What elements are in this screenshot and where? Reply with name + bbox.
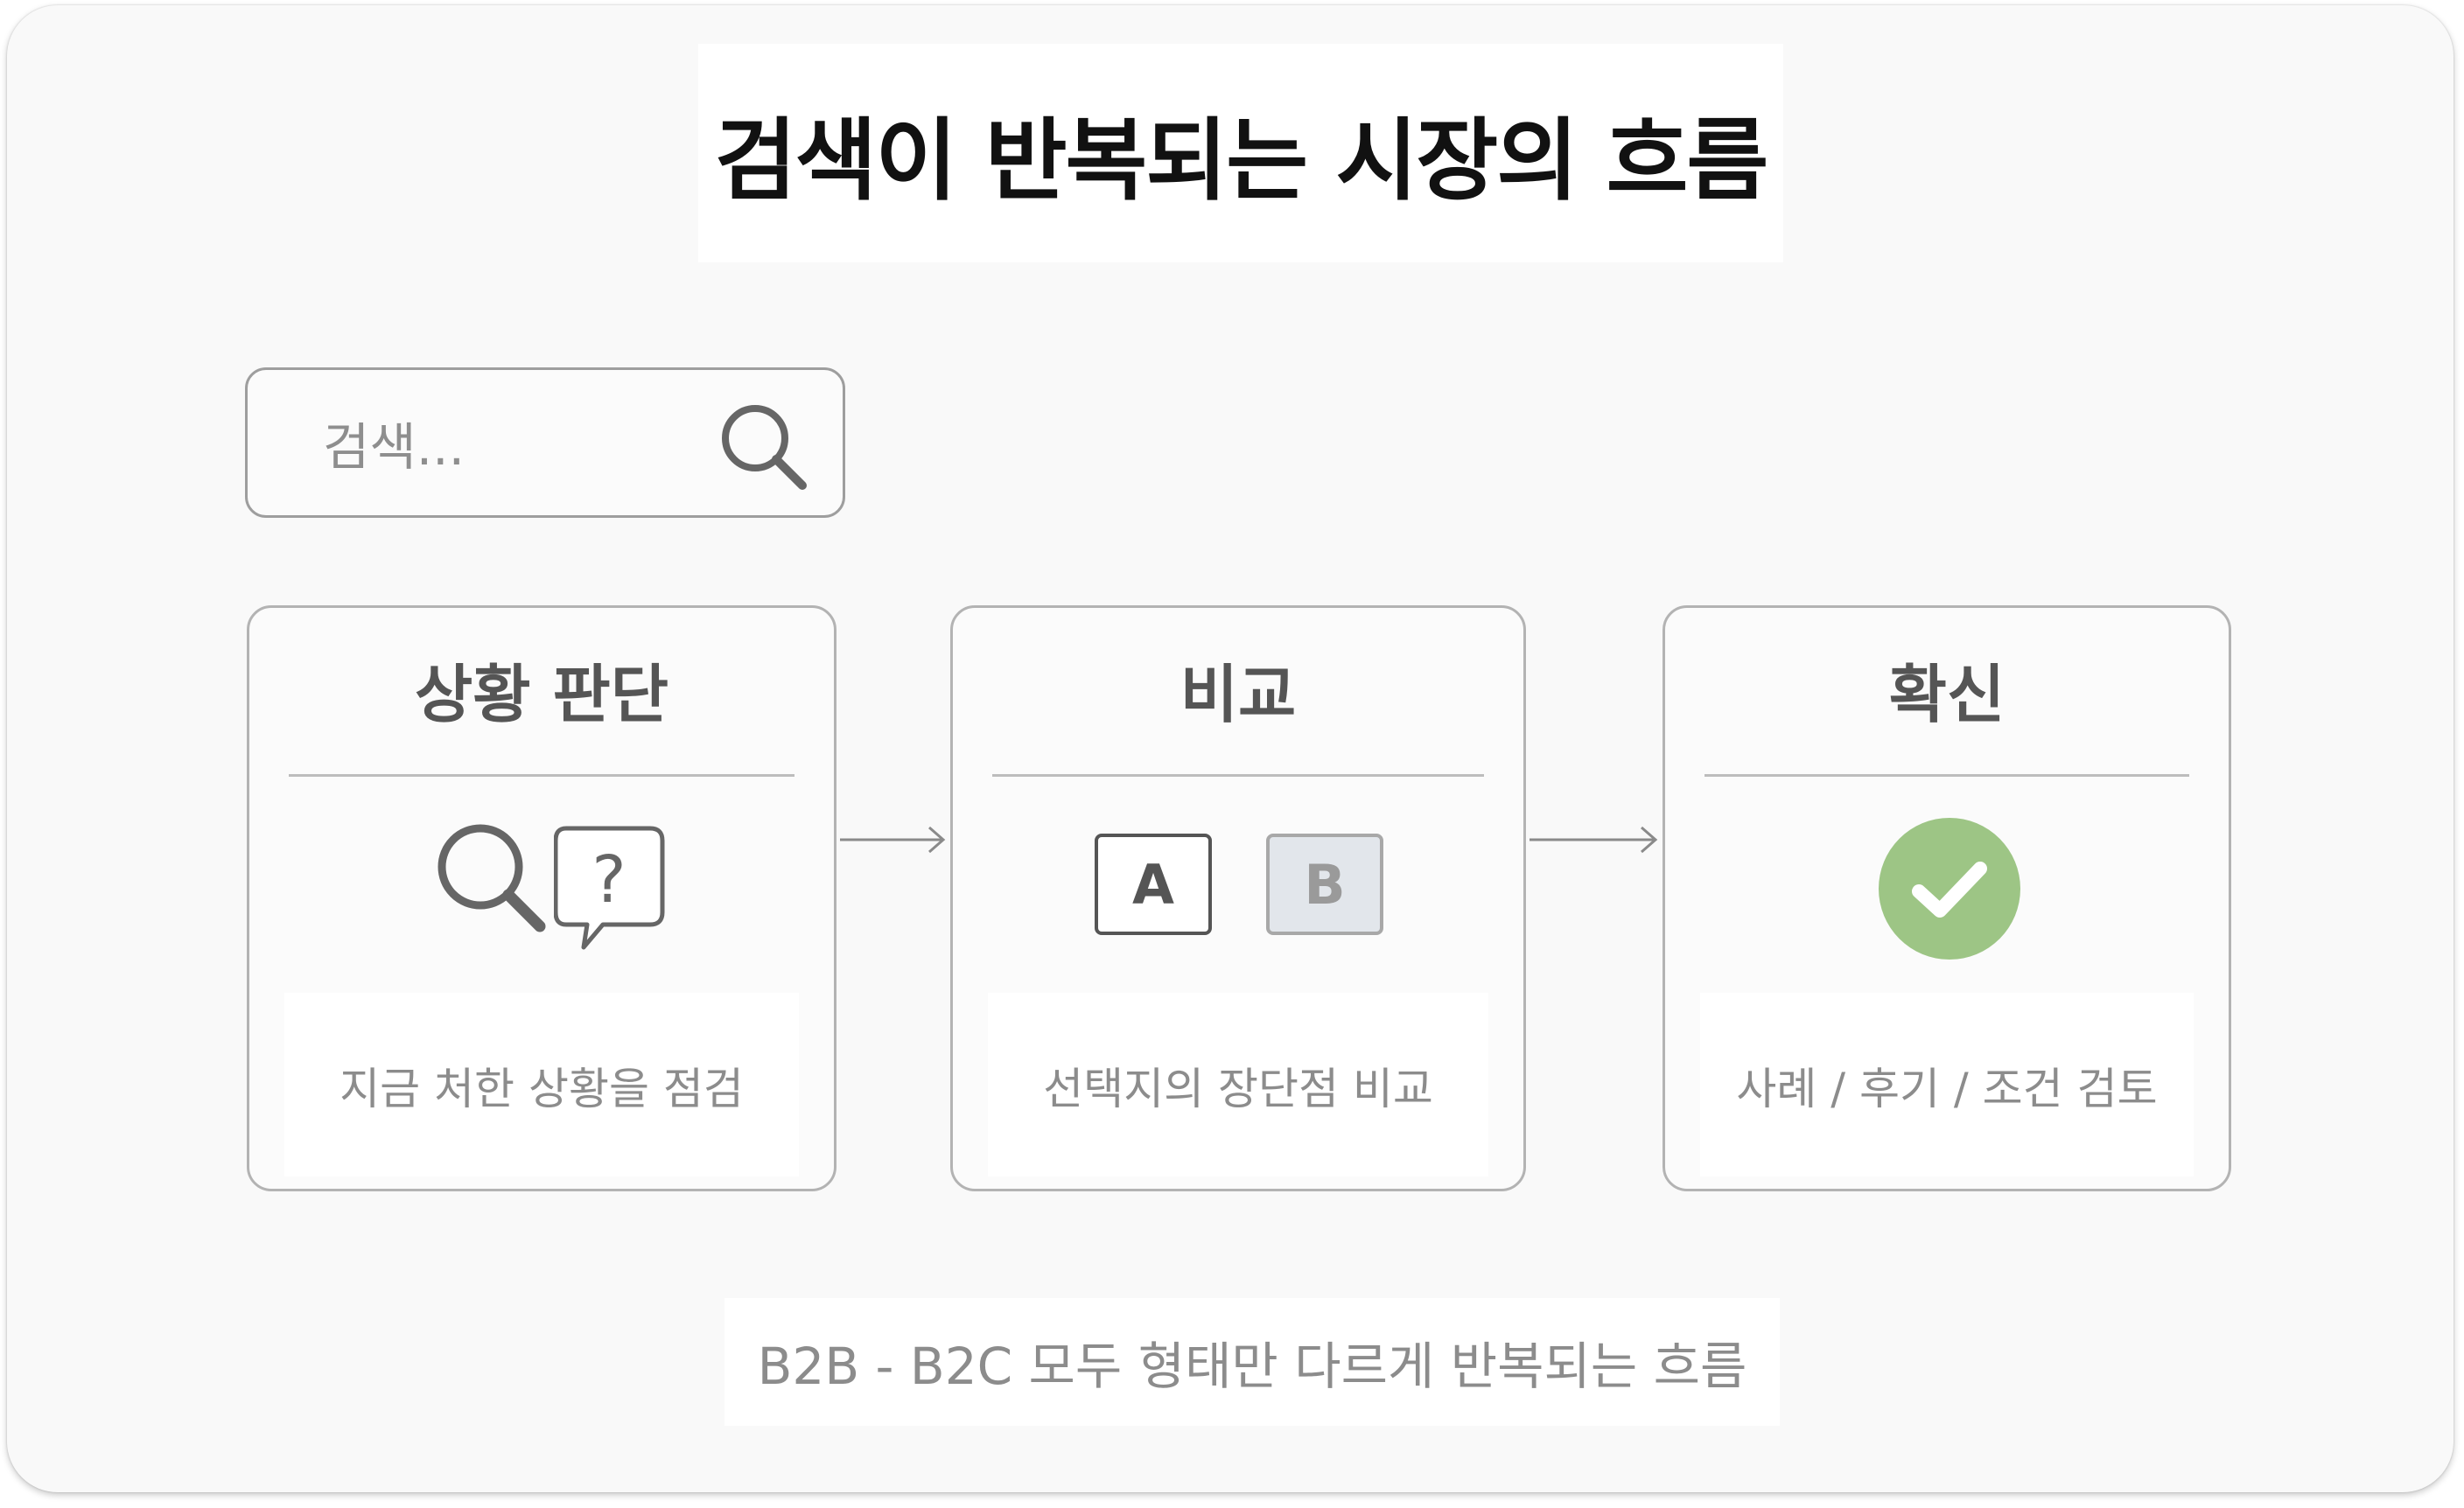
- step-situation: 상황 판단 ? 지금 처한 상황을 점검: [247, 605, 836, 1191]
- search-placeholder: 검색...: [323, 417, 466, 477]
- step-title: 확신: [1888, 658, 2006, 731]
- arrow-right-icon: [1530, 826, 1658, 854]
- description-background: [1700, 993, 2194, 1176]
- check-circle-icon: [1879, 818, 2020, 960]
- step-title: 비교: [1180, 658, 1297, 731]
- description-background: [284, 993, 799, 1176]
- step-confidence: 확신 사례 / 후기 / 조건 검토: [1662, 605, 2231, 1191]
- footer-area: B2B - B2C 모두 형태만 다르게 반복되는 흐름: [724, 1298, 1780, 1426]
- option-a-box: A: [1095, 834, 1212, 935]
- footer-caption: B2B - B2C 모두 형태만 다르게 반복되는 흐름: [757, 1337, 1747, 1396]
- diagram-canvas: 검색이 반복되는 시장의 흐름 검색... 상황 판단 ? 지금 처한 상황을 …: [7, 5, 2454, 1492]
- search-icon: [438, 824, 546, 932]
- step-description: 선택지의 장단점 비교: [1043, 1064, 1433, 1114]
- option-b-box: B: [1266, 834, 1383, 935]
- step-divider: [1704, 774, 2189, 777]
- step-description: 사례 / 후기 / 조건 검토: [1736, 1064, 2158, 1114]
- svg-text:?: ?: [592, 842, 626, 918]
- step-divider: [289, 774, 794, 777]
- step-compare: 비교 A B 선택지의 장단점 비교: [950, 605, 1526, 1191]
- question-bubble-icon: ?: [554, 826, 665, 950]
- step-description: 지금 처한 상황을 점검: [340, 1064, 744, 1114]
- step-title: 상황 판단: [414, 658, 669, 731]
- description-background: [988, 993, 1488, 1176]
- arrow-right-icon: [840, 826, 946, 854]
- search-box[interactable]: 검색...: [245, 367, 845, 518]
- title-area: 검색이 반복되는 시장의 흐름: [698, 44, 1783, 262]
- step-divider: [992, 774, 1484, 777]
- search-icon: [722, 405, 807, 490]
- diagram-title: 검색이 반복되는 시장의 흐름: [714, 108, 1769, 213]
